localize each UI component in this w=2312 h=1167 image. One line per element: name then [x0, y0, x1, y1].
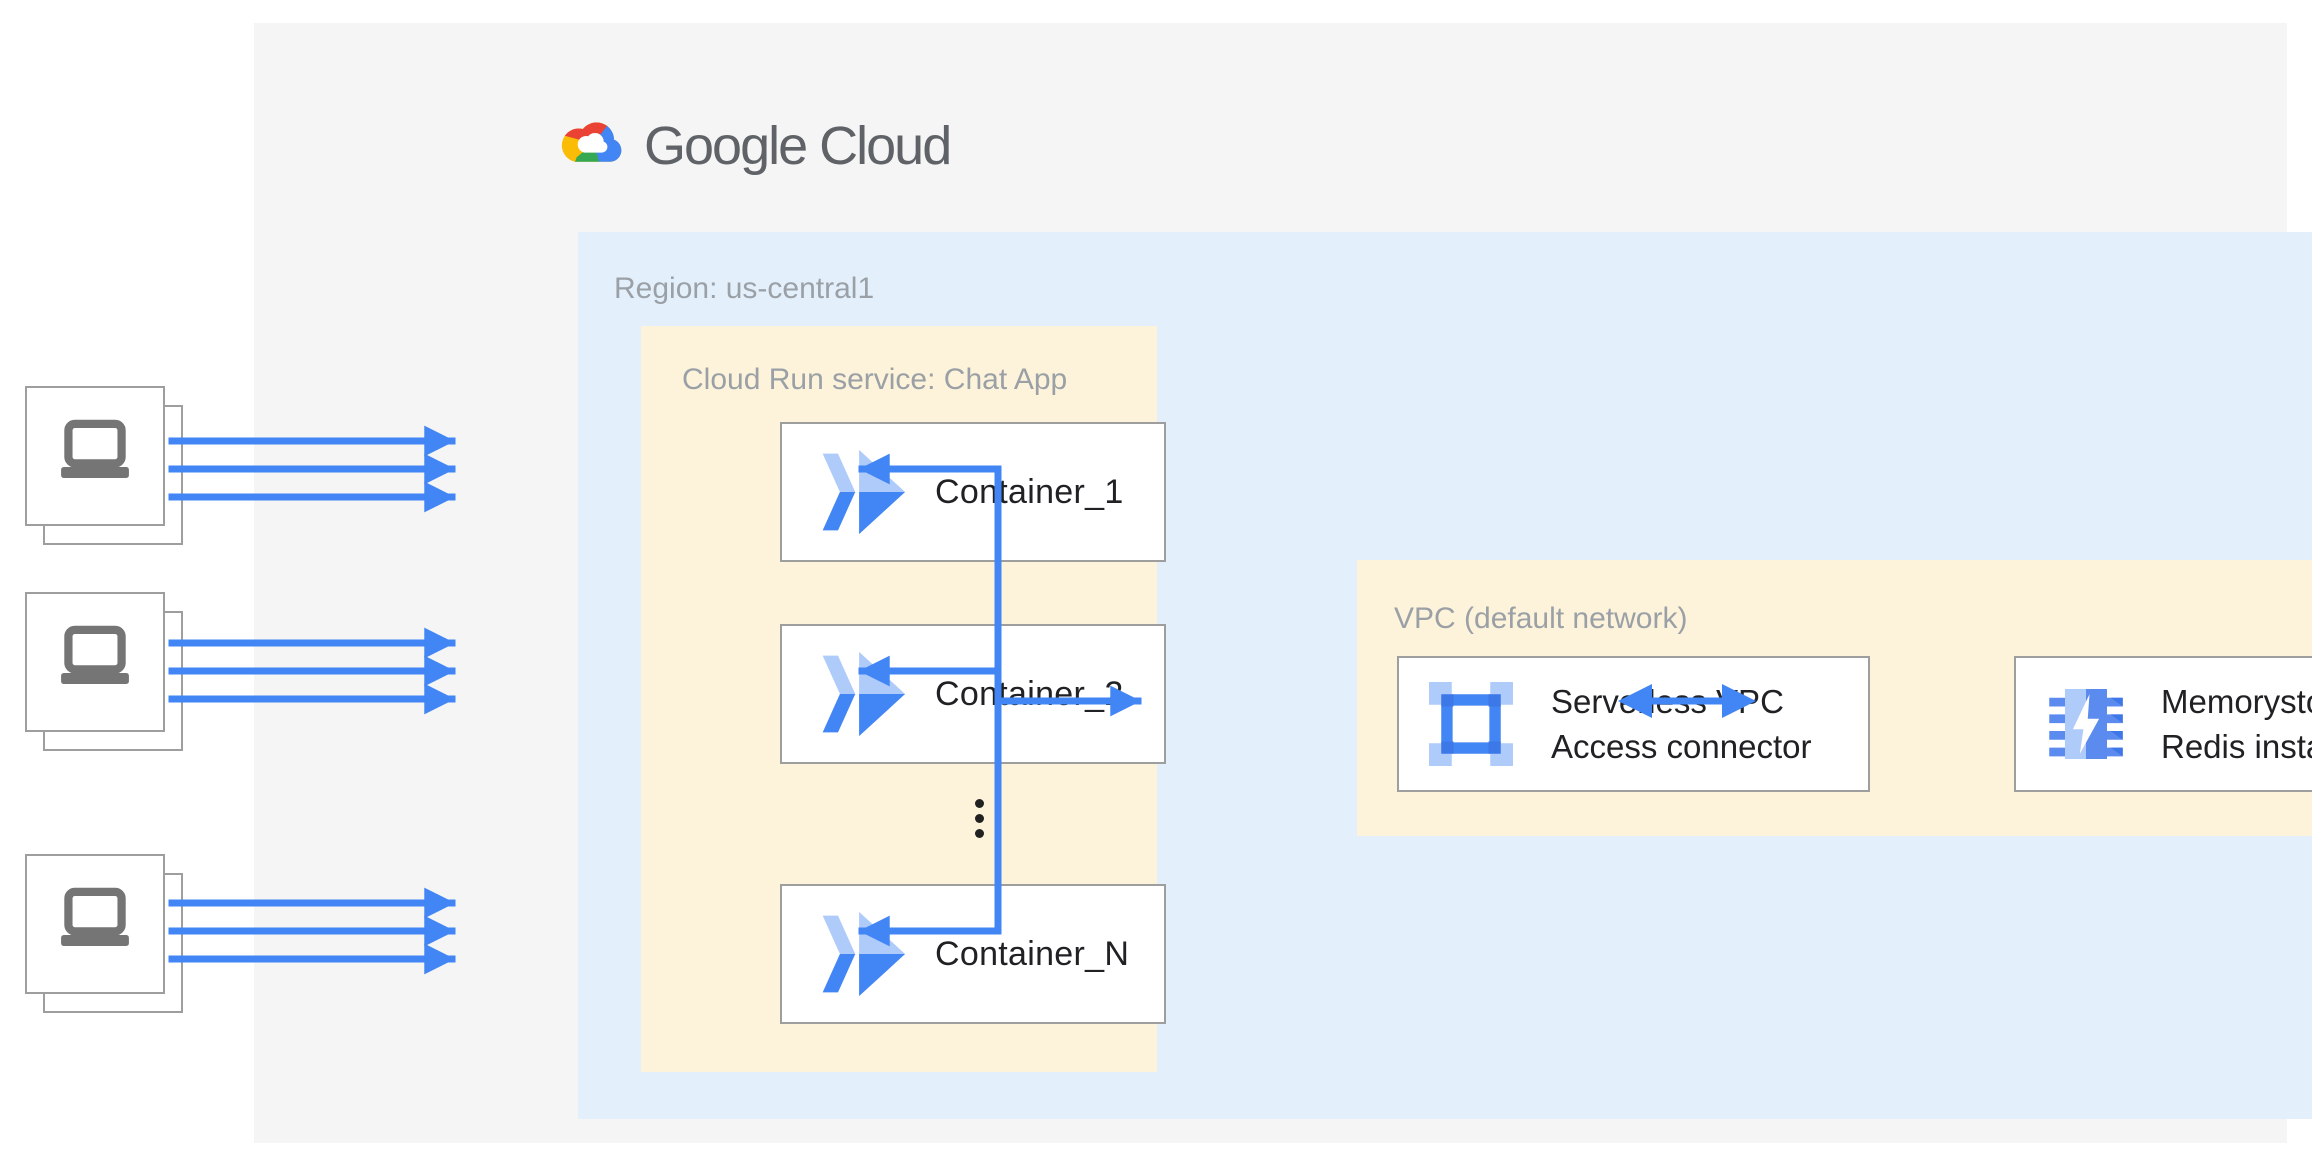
cloud-run-service-label: Cloud Run service: Chat App — [682, 363, 1068, 396]
memorystore-node: Memorystore Redis instance — [2014, 656, 2312, 792]
container-label: Container_N — [935, 934, 1130, 973]
google-cloud-wordmark: Google Cloud — [644, 116, 952, 176]
cloud-run-icon — [822, 651, 906, 737]
client-laptop-1 — [25, 386, 185, 547]
laptop-icon — [61, 625, 129, 684]
serverless-vpc-connector-node: Serverless VPC Access connector — [1397, 656, 1870, 792]
memorystore-label-line2: Redis instance — [2161, 728, 2312, 765]
container-1-node: Container_1 — [780, 422, 1166, 562]
container-label: Container_1 — [935, 472, 1124, 511]
cloud-run-icon — [822, 449, 906, 535]
container-n-node: Container_N — [780, 884, 1166, 1024]
card-stack-front — [25, 592, 165, 732]
client-laptop-3 — [25, 854, 185, 1015]
card-stack-front — [25, 386, 165, 526]
vpc-label: VPC (default network) — [1394, 602, 1688, 635]
containers-ellipsis — [973, 799, 985, 838]
card-stack-front — [25, 854, 165, 994]
connector-label-line2: Access connector — [1551, 728, 1812, 765]
gcp-panel: Google Cloud Region: us-central1 Cloud R… — [254, 23, 2312, 1143]
cloud-run-icon — [822, 911, 906, 997]
region-us-central1: Region: us-central1 Cloud Run service: C… — [578, 232, 2312, 1119]
container-label: Container_2 — [935, 674, 1124, 713]
memorystore-redis-icon — [2049, 689, 2123, 759]
memorystore-label-line1: Memorystore — [2161, 683, 2312, 720]
client-laptop-2 — [25, 592, 185, 753]
container-2-node: Container_2 — [780, 624, 1166, 764]
google-cloud-logo-icon — [561, 122, 622, 162]
ellipsis-dot — [974, 799, 984, 808]
serverless-vpc-connector-label: Serverless VPC Access connector — [1551, 679, 1811, 769]
connector-label-line1: Serverless VPC — [1551, 683, 1784, 720]
ellipsis-dot — [974, 814, 984, 823]
ellipsis-dot — [974, 829, 984, 838]
vpc-network-zone: VPC (default network) — [1357, 560, 2312, 836]
serverless-vpc-connector-icon — [1429, 682, 1513, 766]
memorystore-label: Memorystore Redis instance — [2161, 679, 2312, 769]
cloud-run-service-zone: Cloud Run service: Chat App Container_1 — [641, 326, 1166, 1072]
laptop-icon — [61, 419, 129, 478]
laptop-icon — [61, 887, 129, 946]
region-label: Region: us-central1 — [614, 272, 875, 305]
google-cloud-logo: Google Cloud — [554, 115, 954, 177]
